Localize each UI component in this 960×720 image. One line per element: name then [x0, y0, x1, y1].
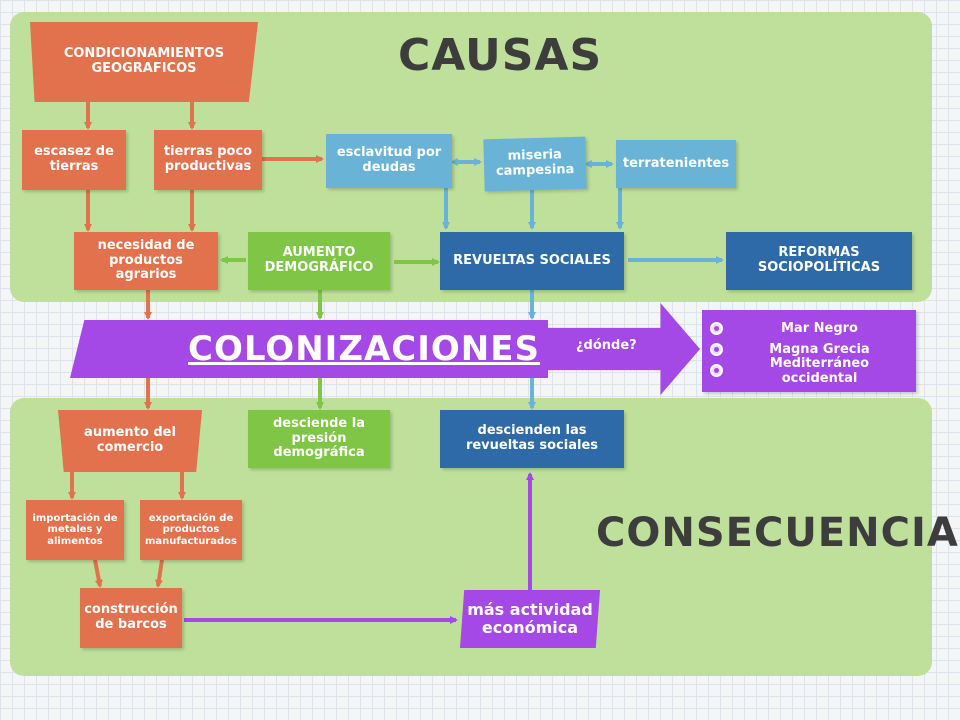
- arrow-export-constr: [154, 559, 164, 588]
- place-label: Mar Negro: [781, 321, 858, 336]
- places-box: Mar Negro Magna Grecia Mediterráneo occi…: [702, 310, 916, 392]
- condicionamientos-box: CONDICIONAMIENTOS GEOGRAFICOS: [30, 22, 258, 102]
- place-item: Mediterráneo occidental: [710, 356, 908, 386]
- place-label: Mediterráneo occidental: [769, 355, 870, 386]
- mas-actividad-box: más actividad económica: [460, 590, 600, 648]
- colonizaciones-label: COLONIZACIONES: [188, 329, 540, 369]
- bullet-icon: [710, 364, 723, 377]
- aumento-comercio-box: aumento del comercio: [58, 410, 202, 472]
- bullet-icon: [710, 322, 723, 335]
- causas-title: CAUSAS: [398, 30, 603, 81]
- place-item: Mar Negro: [710, 318, 908, 339]
- revueltas-box: REVUELTAS SOCIALES: [440, 232, 624, 290]
- arrow-import-constr: [93, 559, 103, 588]
- consecuencias-title: CONSECUENCIAS: [596, 510, 960, 556]
- descienden-revueltas-box: descienden las revueltas sociales: [440, 410, 624, 468]
- escasez-box: escasez de tierras: [22, 130, 126, 190]
- miseria-box: miseria campesina: [483, 136, 587, 192]
- tierras-poco-box: tierras poco productivas: [154, 130, 262, 190]
- reformas-box: REFORMAS SOCIOPOLÍTICAS: [726, 232, 912, 290]
- place-label: Magna Grecia: [769, 342, 870, 357]
- esclavitud-box: esclavitud por deudas: [326, 134, 452, 188]
- importacion-box: importación de metales y alimentos: [26, 500, 124, 560]
- desciende-presion-box: desciende la presión demográfica: [248, 410, 390, 468]
- colonizaciones-banner: COLONIZACIONES: [70, 320, 548, 378]
- place-item: Magna Grecia: [710, 339, 908, 360]
- necesidad-box: necesidad de productos agrarios: [74, 232, 218, 290]
- construccion-box: construcción de barcos: [80, 588, 182, 648]
- exportacion-box: exportación de productos manufacturados: [140, 500, 242, 560]
- donde-label: ¿dónde?: [576, 338, 637, 353]
- bullet-icon: [710, 343, 723, 356]
- terratenientes-box: terratenientes: [616, 140, 736, 188]
- aumento-demografico-box: AUMENTO DEMOGRÁFICO: [248, 232, 390, 290]
